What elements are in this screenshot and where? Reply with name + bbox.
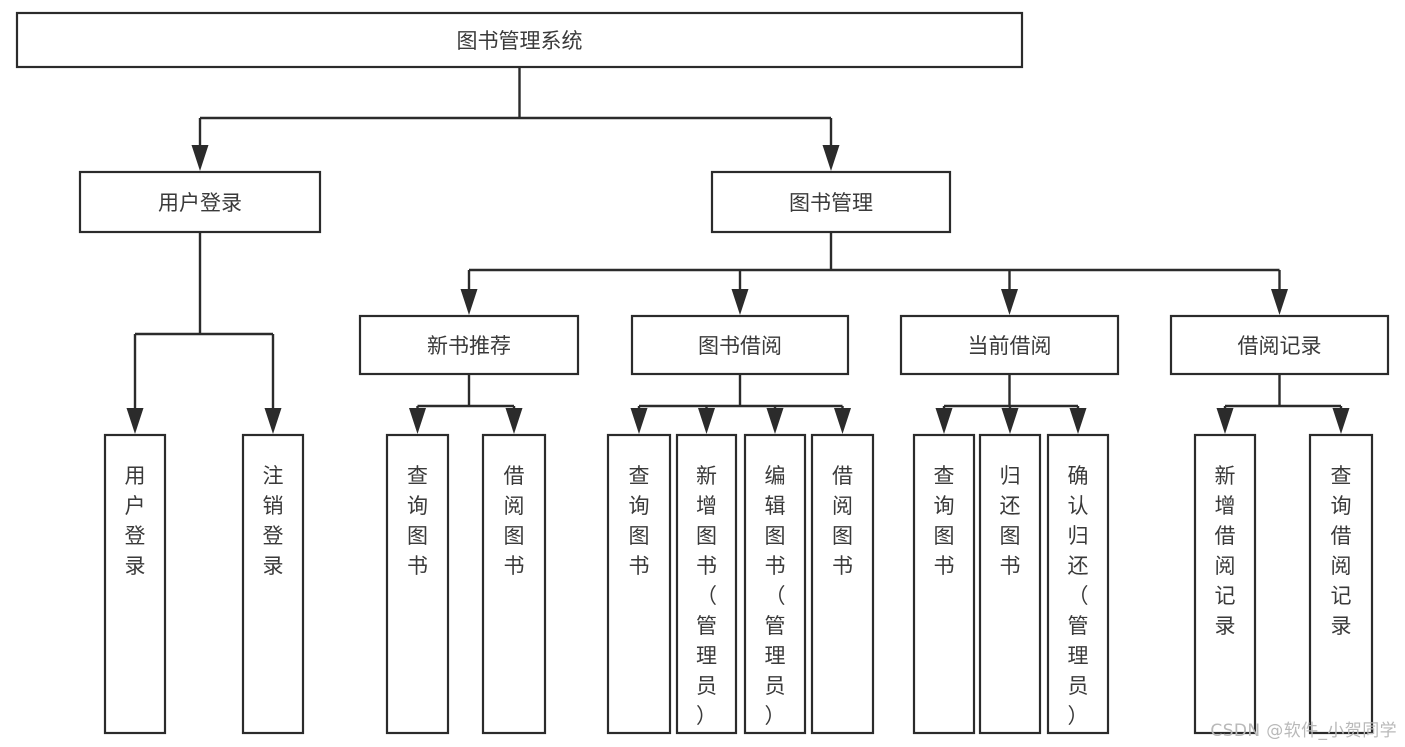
node-label: 查询图书 <box>934 464 955 578</box>
node-label: 当前借阅 <box>968 334 1052 358</box>
node-label: 查询借阅记录 <box>1331 464 1352 638</box>
arrowhead-icon <box>1332 408 1350 434</box>
node-box <box>103 433 167 735</box>
node-l4-add-record[interactable]: 新增借阅记录 <box>1193 433 1257 735</box>
node-box <box>241 433 305 735</box>
node-box <box>15 11 1024 69</box>
edge-layer <box>126 67 1350 434</box>
node-box <box>810 433 875 735</box>
arrowhead-icon <box>935 408 953 434</box>
arrowhead-icon <box>1216 408 1234 434</box>
node-label: 编辑图书（管理员） <box>765 464 786 728</box>
node-label: 用户登录 <box>158 191 242 215</box>
node-l3-new-book-rec[interactable]: 新书推荐 <box>358 314 580 376</box>
node-label: 新书推荐 <box>427 334 511 358</box>
node-box <box>743 433 807 735</box>
node-label: 新增借阅记录 <box>1215 464 1236 638</box>
node-label: 借阅图书 <box>832 464 853 578</box>
edge-group-root <box>191 67 840 171</box>
node-box <box>912 433 976 735</box>
node-box <box>385 433 450 735</box>
node-box <box>1308 433 1374 735</box>
node-layer: 图书管理系统用户登录图书管理新书推荐图书借阅当前借阅借阅记录用户登录注销登录查询… <box>15 11 1390 735</box>
node-label: 图书借阅 <box>698 334 782 358</box>
node-l4-logout[interactable]: 注销登录 <box>241 433 305 735</box>
node-label: 新增图书（管理员） <box>696 464 717 728</box>
node-l4-borrow-book-a[interactable]: 借阅图书 <box>481 433 547 735</box>
arrowhead-icon <box>191 145 209 171</box>
node-l4-add-book[interactable]: 新增图书（管理员） <box>675 433 738 735</box>
node-l3-borrow-record[interactable]: 借阅记录 <box>1169 314 1390 376</box>
node-label: 图书管理 <box>789 191 873 215</box>
node-l3-current-borrow[interactable]: 当前借阅 <box>899 314 1120 376</box>
arrowhead-icon <box>460 289 478 315</box>
edge-group-l3_borrow_record <box>1216 374 1350 434</box>
node-label: 查询图书 <box>407 464 428 578</box>
arrowhead-icon <box>1001 408 1019 434</box>
node-box <box>78 170 322 234</box>
node-box <box>899 314 1120 376</box>
node-box <box>1046 433 1110 735</box>
node-box <box>978 433 1042 735</box>
arrowhead-icon <box>731 289 749 315</box>
node-l2-book-manage[interactable]: 图书管理 <box>710 170 952 234</box>
edge-group-l3_new_book_rec <box>409 374 523 434</box>
node-l4-edit-book[interactable]: 编辑图书（管理员） <box>743 433 807 735</box>
arrowhead-icon <box>630 408 648 434</box>
node-box <box>1169 314 1390 376</box>
arrowhead-icon <box>1001 289 1018 315</box>
node-label: 查询图书 <box>629 464 650 578</box>
arrowhead-icon <box>834 408 851 434</box>
arrowhead-icon <box>698 408 715 434</box>
node-l4-return-book[interactable]: 归还图书 <box>978 433 1042 735</box>
node-l4-query-record[interactable]: 查询借阅记录 <box>1308 433 1374 735</box>
node-label: 确认归还（管理员） <box>1068 464 1089 728</box>
arrowhead-icon <box>822 145 840 171</box>
node-label: 归还图书 <box>1000 464 1021 578</box>
node-l4-query-book-a[interactable]: 查询图书 <box>385 433 450 735</box>
arrowhead-icon <box>264 408 282 434</box>
node-label: 借阅图书 <box>504 464 525 578</box>
arrowhead-icon <box>409 408 426 434</box>
node-l4-query-book-c[interactable]: 查询图书 <box>912 433 976 735</box>
arrowhead-icon <box>766 408 784 434</box>
node-l4-confirm-return[interactable]: 确认归还（管理员） <box>1046 433 1110 735</box>
node-label: 图书管理系统 <box>457 29 583 53</box>
arrowhead-icon <box>1271 289 1288 315</box>
node-box <box>710 170 952 234</box>
node-l2-user-login[interactable]: 用户登录 <box>78 170 322 234</box>
arrowhead-icon <box>126 408 144 434</box>
edge-group-l3_current_borrow <box>935 374 1087 434</box>
node-l4-query-book-b[interactable]: 查询图书 <box>606 433 672 735</box>
edge-group-l3_book_borrow <box>630 374 851 434</box>
arrowhead-icon <box>1069 408 1087 434</box>
csdn-watermark: CSDN @软件_小贺同学 <box>1210 721 1397 741</box>
node-l3-book-borrow[interactable]: 图书借阅 <box>630 314 850 376</box>
edge-group-l2_user_login <box>126 232 282 434</box>
edge-group-l2_book_manage <box>460 232 1288 315</box>
node-box <box>358 314 580 376</box>
node-label: 借阅记录 <box>1238 334 1322 358</box>
node-box <box>630 314 850 376</box>
node-box <box>1193 433 1257 735</box>
node-l4-user-login[interactable]: 用户登录 <box>103 433 167 735</box>
node-root[interactable]: 图书管理系统 <box>15 11 1024 69</box>
node-box <box>675 433 738 735</box>
node-box <box>481 433 547 735</box>
node-label: 用户登录 <box>125 464 146 578</box>
node-label: 注销登录 <box>263 464 284 578</box>
node-l4-borrow-book-b[interactable]: 借阅图书 <box>810 433 875 735</box>
arrowhead-icon <box>505 408 523 434</box>
node-box <box>606 433 672 735</box>
